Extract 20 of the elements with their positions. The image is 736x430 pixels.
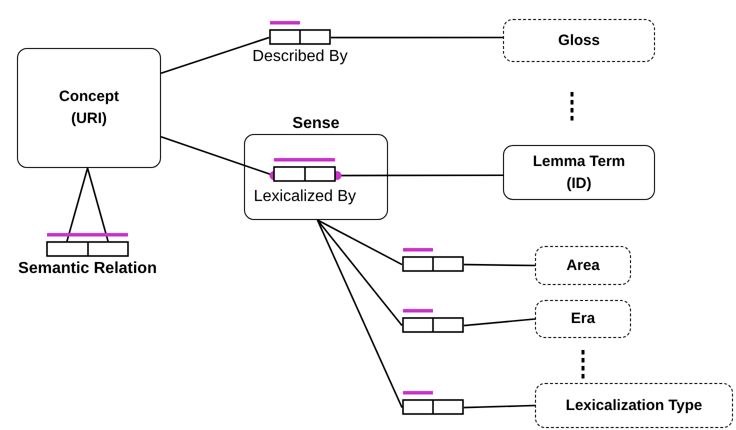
connector-line	[160, 36, 270, 74]
relation-label: Lexicalized By	[254, 187, 356, 208]
connector-line	[331, 36, 503, 38]
connector-line	[66, 168, 88, 242]
box-heading: Sense	[291, 114, 341, 134]
connector-line	[316, 220, 403, 408]
attribute-box: Gloss	[503, 19, 655, 62]
attribute-box: Lexicalization Type	[535, 383, 733, 428]
connector-line	[316, 220, 403, 326]
attribute-box: Area	[535, 246, 631, 285]
relation-label: Semantic Relation	[18, 260, 157, 278]
attribute-box: Era	[535, 300, 631, 338]
relation-label: Described By	[252, 48, 348, 66]
connector-line	[317, 219, 402, 266]
connector-line	[86, 168, 110, 242]
entity-box: Lemma Term (ID)	[503, 145, 655, 200]
connector-line	[464, 404, 536, 408]
connector-line	[464, 264, 536, 266]
connector-line	[464, 318, 536, 326]
entity-box: Concept (URI)	[17, 48, 161, 168]
